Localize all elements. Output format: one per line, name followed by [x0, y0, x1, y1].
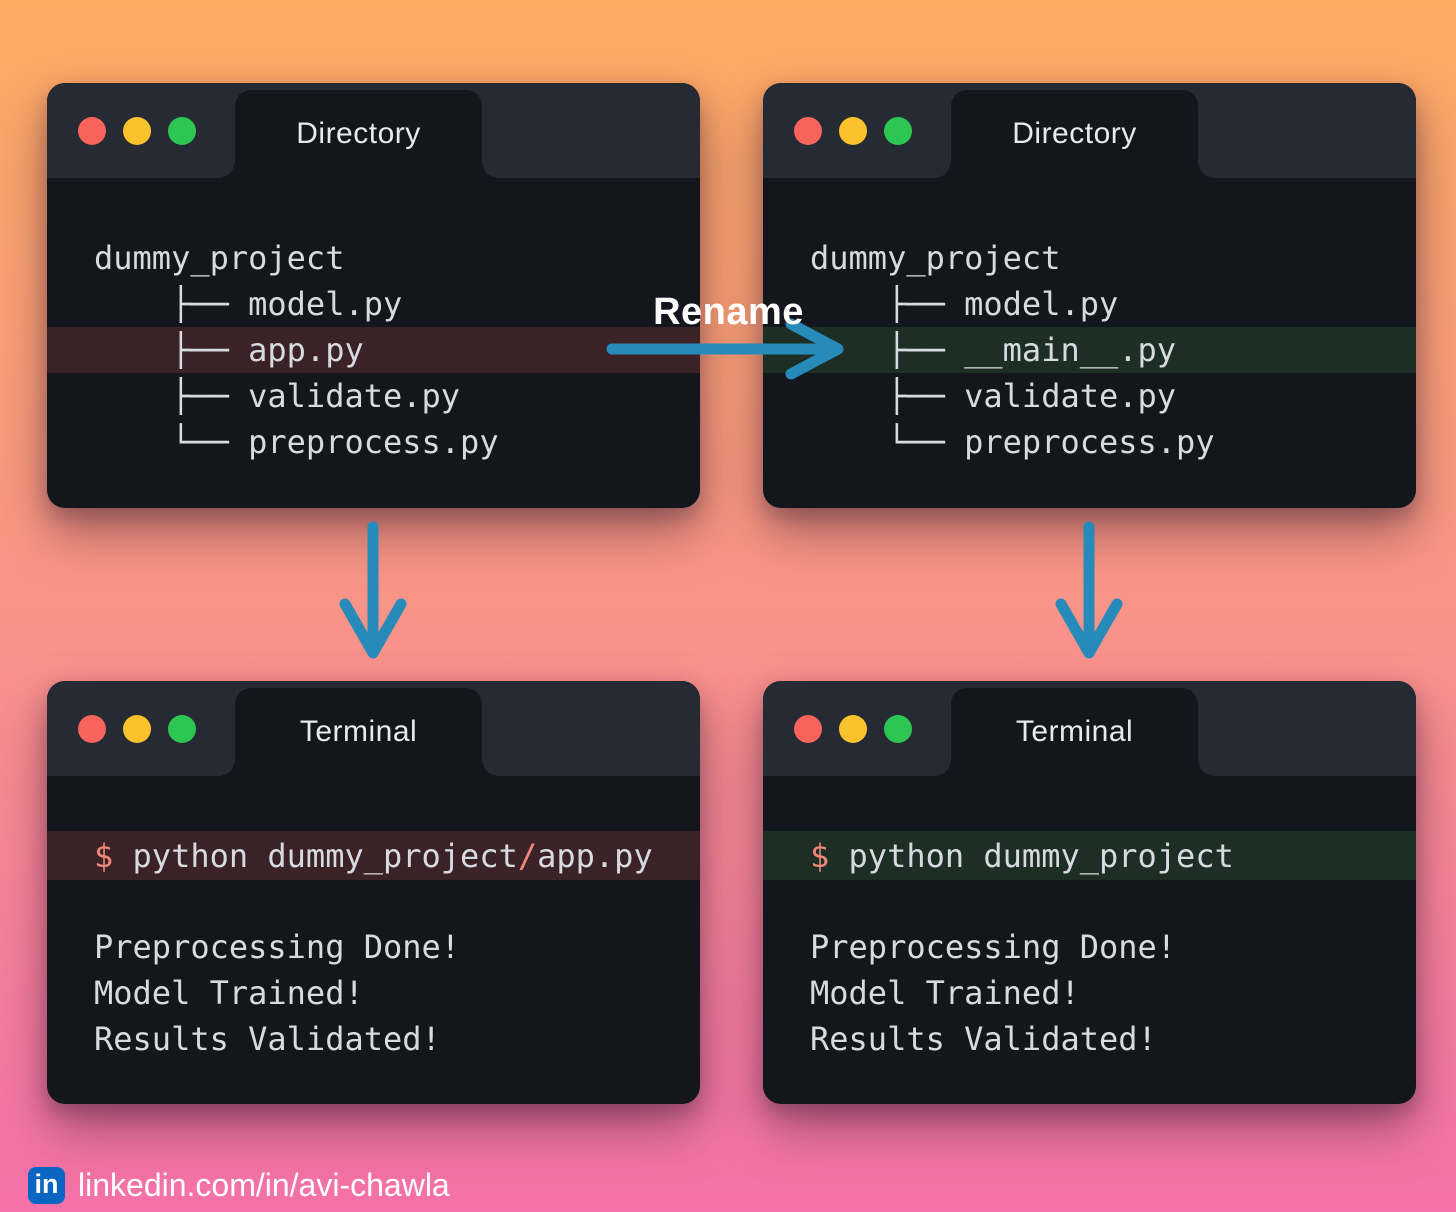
- terminal-output-line: Preprocessing Done!: [94, 928, 461, 966]
- tab-title: Directory: [296, 117, 421, 150]
- traffic-lights: [78, 83, 196, 178]
- close-button[interactable]: [794, 116, 822, 145]
- directory-window-before: Directory dummy_project ├── model.py ├──…: [47, 83, 700, 508]
- tree-row: ├── validate.py: [810, 377, 1177, 415]
- terminal-body: $ python dummy_project/app.py Preprocess…: [47, 776, 700, 1062]
- directory-tree: dummy_project ├── model.py ├── __main__.…: [763, 178, 1416, 465]
- terminal-output-line: Model Trained!: [810, 974, 1080, 1012]
- command-line: $ python dummy_project: [763, 831, 1416, 880]
- terminal-output-line: Results Validated!: [810, 1020, 1157, 1058]
- maximize-button[interactable]: [884, 714, 912, 743]
- tab-terminal[interactable]: Terminal: [937, 688, 1212, 776]
- traffic-lights: [78, 681, 196, 776]
- tab-directory[interactable]: Directory: [937, 90, 1212, 178]
- tree-row: ├── validate.py: [94, 377, 461, 415]
- terminal-output-line: Preprocessing Done!: [810, 928, 1177, 966]
- traffic-lights: [794, 681, 912, 776]
- tree-row: ├── model.py: [94, 285, 403, 323]
- tree-row: └── preprocess.py: [810, 423, 1215, 461]
- minimize-button[interactable]: [839, 116, 867, 145]
- close-button[interactable]: [78, 116, 106, 145]
- command-line: $ python dummy_project/app.py: [47, 831, 700, 880]
- directory-tree: dummy_project ├── model.py ├── app.py ├─…: [47, 178, 700, 465]
- window-titlebar: Directory: [763, 83, 1416, 178]
- minimize-button[interactable]: [123, 116, 151, 145]
- terminal-output: Preprocessing Done! Model Trained! Results…: [47, 924, 700, 1062]
- shell-prompt: $: [94, 836, 133, 875]
- tree-row: ├── __main__.py: [763, 327, 1416, 373]
- footer-credit: in linkedin.com/in/avi-chawla: [28, 1165, 450, 1205]
- terminal-output-line: Results Validated!: [94, 1020, 441, 1058]
- command-text-segment: app.py: [537, 836, 653, 875]
- tab-directory[interactable]: Directory: [221, 90, 496, 178]
- maximize-button[interactable]: [884, 116, 912, 145]
- minimize-button[interactable]: [839, 714, 867, 743]
- command-text-segment: python dummy_project: [132, 836, 518, 875]
- command-text-segment: python dummy_project: [848, 836, 1234, 875]
- down-arrow-right-icon: [1055, 521, 1123, 659]
- rename-label: Rename: [653, 291, 804, 333]
- tab-title: Directory: [1012, 117, 1137, 150]
- minimize-button[interactable]: [123, 714, 151, 743]
- window-titlebar: Terminal: [47, 681, 700, 776]
- tree-row: └── preprocess.py: [94, 423, 499, 461]
- terminal-output-line: Model Trained!: [94, 974, 364, 1012]
- linkedin-handle: linkedin.com/in/avi-chawla: [78, 1166, 450, 1203]
- tree-row: dummy_project: [94, 239, 345, 277]
- tree-row: dummy_project: [810, 239, 1061, 277]
- maximize-button[interactable]: [168, 714, 196, 743]
- directory-window-after: Directory dummy_project ├── model.py ├──…: [763, 83, 1416, 508]
- maximize-button[interactable]: [168, 116, 196, 145]
- tab-title: Terminal: [299, 715, 418, 748]
- traffic-lights: [794, 83, 912, 178]
- linkedin-icon: in: [28, 1166, 65, 1204]
- tree-row: ├── model.py: [810, 285, 1119, 323]
- command-text: python dummy_project/app.py: [133, 837, 653, 875]
- terminal-window-before: Terminal $ python dummy_project/app.py P…: [47, 681, 700, 1104]
- tree-row: ├── app.py: [47, 327, 700, 373]
- command-text-segment: /: [517, 836, 538, 875]
- close-button[interactable]: [794, 714, 822, 743]
- shell-prompt: $: [810, 836, 849, 875]
- terminal-body: $ python dummy_project Preprocessing Don…: [763, 776, 1416, 1062]
- close-button[interactable]: [78, 714, 106, 743]
- window-titlebar: Directory: [47, 83, 700, 178]
- tab-terminal[interactable]: Terminal: [221, 688, 496, 776]
- terminal-output: Preprocessing Done! Model Trained! Results…: [763, 924, 1416, 1062]
- terminal-window-after: Terminal $ python dummy_project Preproce…: [763, 681, 1416, 1104]
- command-text: python dummy_project: [849, 837, 1234, 875]
- tab-title: Terminal: [1015, 715, 1134, 748]
- window-titlebar: Terminal: [763, 681, 1416, 776]
- down-arrow-left-icon: [339, 521, 407, 659]
